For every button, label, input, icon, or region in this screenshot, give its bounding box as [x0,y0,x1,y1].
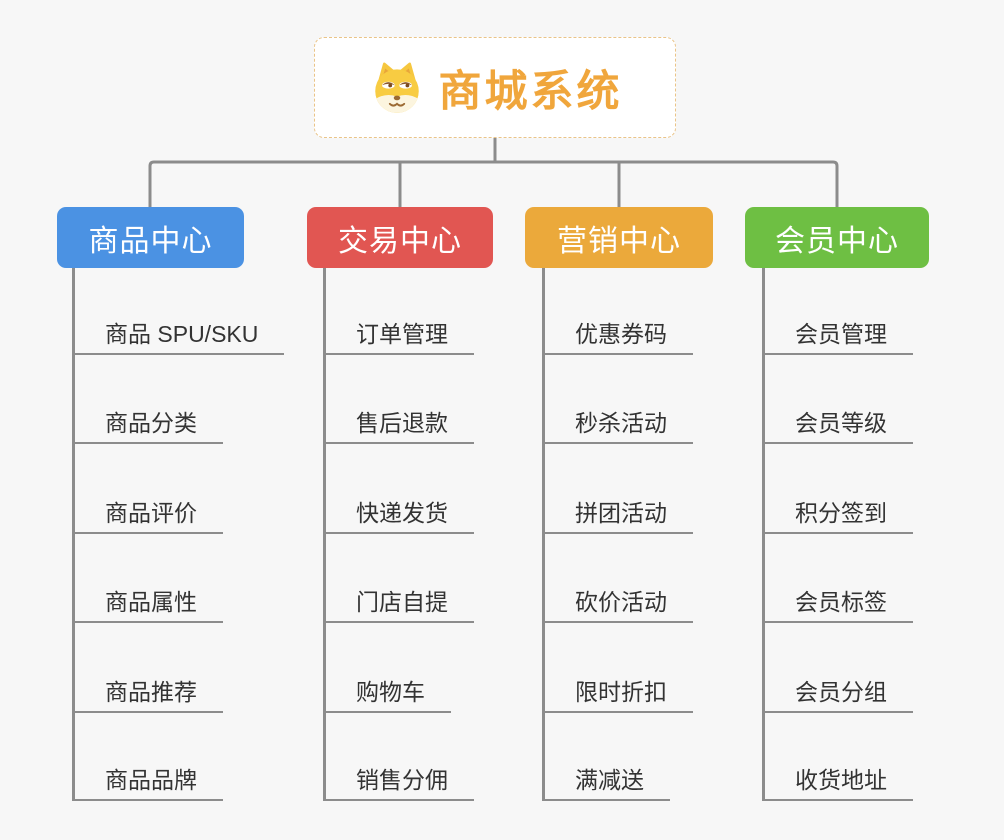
topic-node[interactable]: 会员分组 [765,676,913,713]
topic-node[interactable]: 优惠券码 [545,318,693,355]
branch-children-product-center: 商品 SPU/SKU 商品分类 商品评价 商品属性 商品推荐 商品品牌 [72,268,285,801]
branch-children-marketing-center: 优惠券码 秒杀活动 拼团活动 砍价活动 限时折扣 满减送 [542,268,693,801]
topic-node[interactable]: 快递发货 [326,497,474,534]
topic-node[interactable]: 会员标签 [765,586,913,623]
root-node[interactable]: 商城系统 [314,37,676,138]
topic-node[interactable]: 销售分佣 [326,764,474,801]
topic-node[interactable]: 砍价活动 [545,586,693,623]
topic-node[interactable]: 商品推荐 [75,676,223,713]
branch-node-product-center[interactable]: 商品中心 [57,207,244,268]
topic-node[interactable]: 商品品牌 [75,764,223,801]
topic-node[interactable]: 限时折扣 [545,676,693,713]
topic-node[interactable]: 商品 SPU/SKU [75,318,285,355]
topic-node[interactable]: 门店自提 [326,586,474,623]
branch-children-trade-center: 订单管理 售后退款 快递发货 门店自提 购物车 销售分佣 [323,268,474,801]
branch-children-member-center: 会员管理 会员等级 积分签到 会员标签 会员分组 收货地址 [762,268,913,801]
topic-node[interactable]: 商品属性 [75,586,223,623]
topic-node[interactable]: 拼团活动 [545,497,693,534]
shiba-dog-icon [374,62,419,113]
topic-node[interactable]: 收货地址 [765,764,913,801]
topic-node[interactable]: 商品分类 [75,407,223,444]
branch-node-marketing-center[interactable]: 营销中心 [525,207,713,268]
topic-node[interactable]: 会员等级 [765,407,913,444]
topic-node[interactable]: 售后退款 [326,407,474,444]
topic-node[interactable]: 积分签到 [765,497,913,534]
branch-node-member-center[interactable]: 会员中心 [745,207,929,268]
root-node-label: 商城系统 [438,67,623,116]
topic-node[interactable]: 满减送 [545,764,670,801]
topic-node[interactable]: 会员管理 [765,318,913,355]
branch-node-trade-center[interactable]: 交易中心 [307,207,493,268]
topic-node[interactable]: 秒杀活动 [545,407,693,444]
topic-node[interactable]: 购物车 [326,676,451,713]
topic-node[interactable]: 订单管理 [326,318,474,355]
topic-node[interactable]: 商品评价 [75,497,223,534]
